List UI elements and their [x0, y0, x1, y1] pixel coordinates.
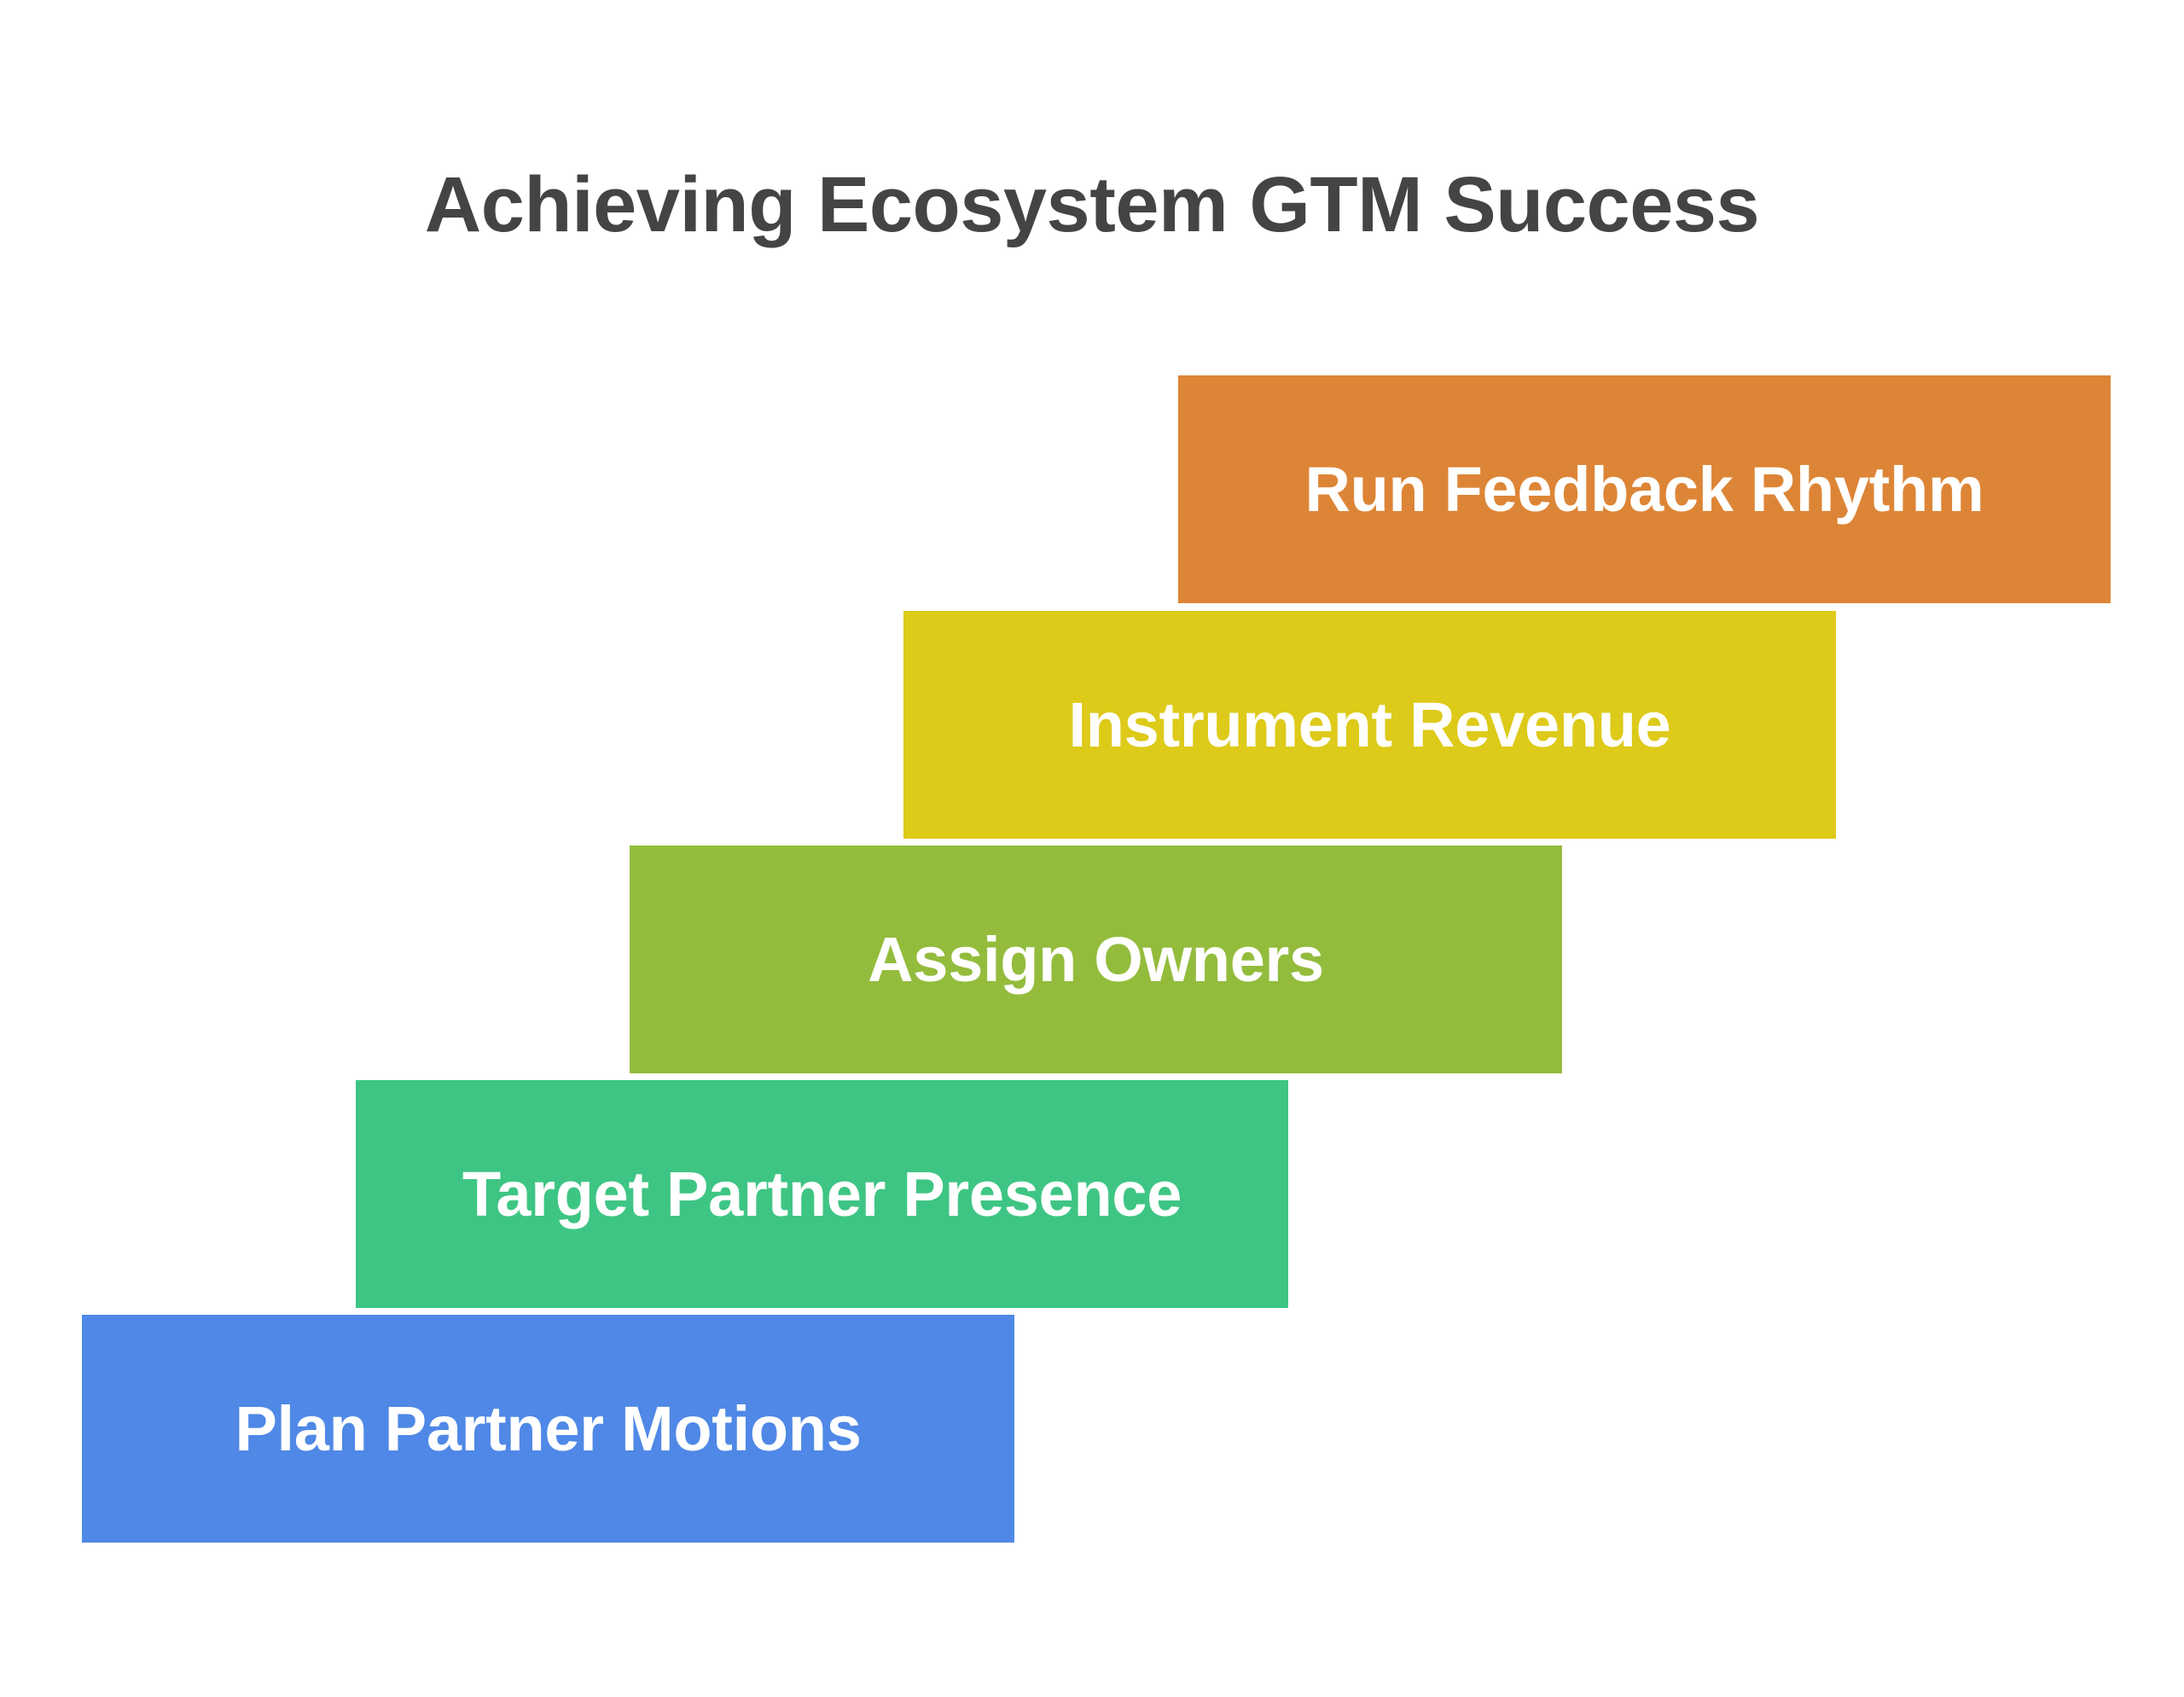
step-run-feedback-rhythm: Run Feedback Rhythm	[1178, 375, 2111, 603]
step-label: Assign Owners	[868, 924, 1324, 995]
step-target-partner-presence: Target Partner Presence	[356, 1080, 1288, 1308]
step-label: Target Partner Presence	[462, 1159, 1182, 1229]
diagram-title: Achieving Ecosystem GTM Success	[424, 161, 1760, 248]
step-instrument-revenue: Instrument Revenue	[903, 611, 1836, 839]
step-plan-partner-motions: Plan Partner Motions	[82, 1315, 1014, 1543]
step-label: Instrument Revenue	[1068, 689, 1671, 760]
step-label: Plan Partner Motions	[235, 1393, 862, 1464]
step-assign-owners: Assign Owners	[630, 846, 1562, 1073]
step-label: Run Feedback Rhythm	[1304, 454, 1984, 525]
